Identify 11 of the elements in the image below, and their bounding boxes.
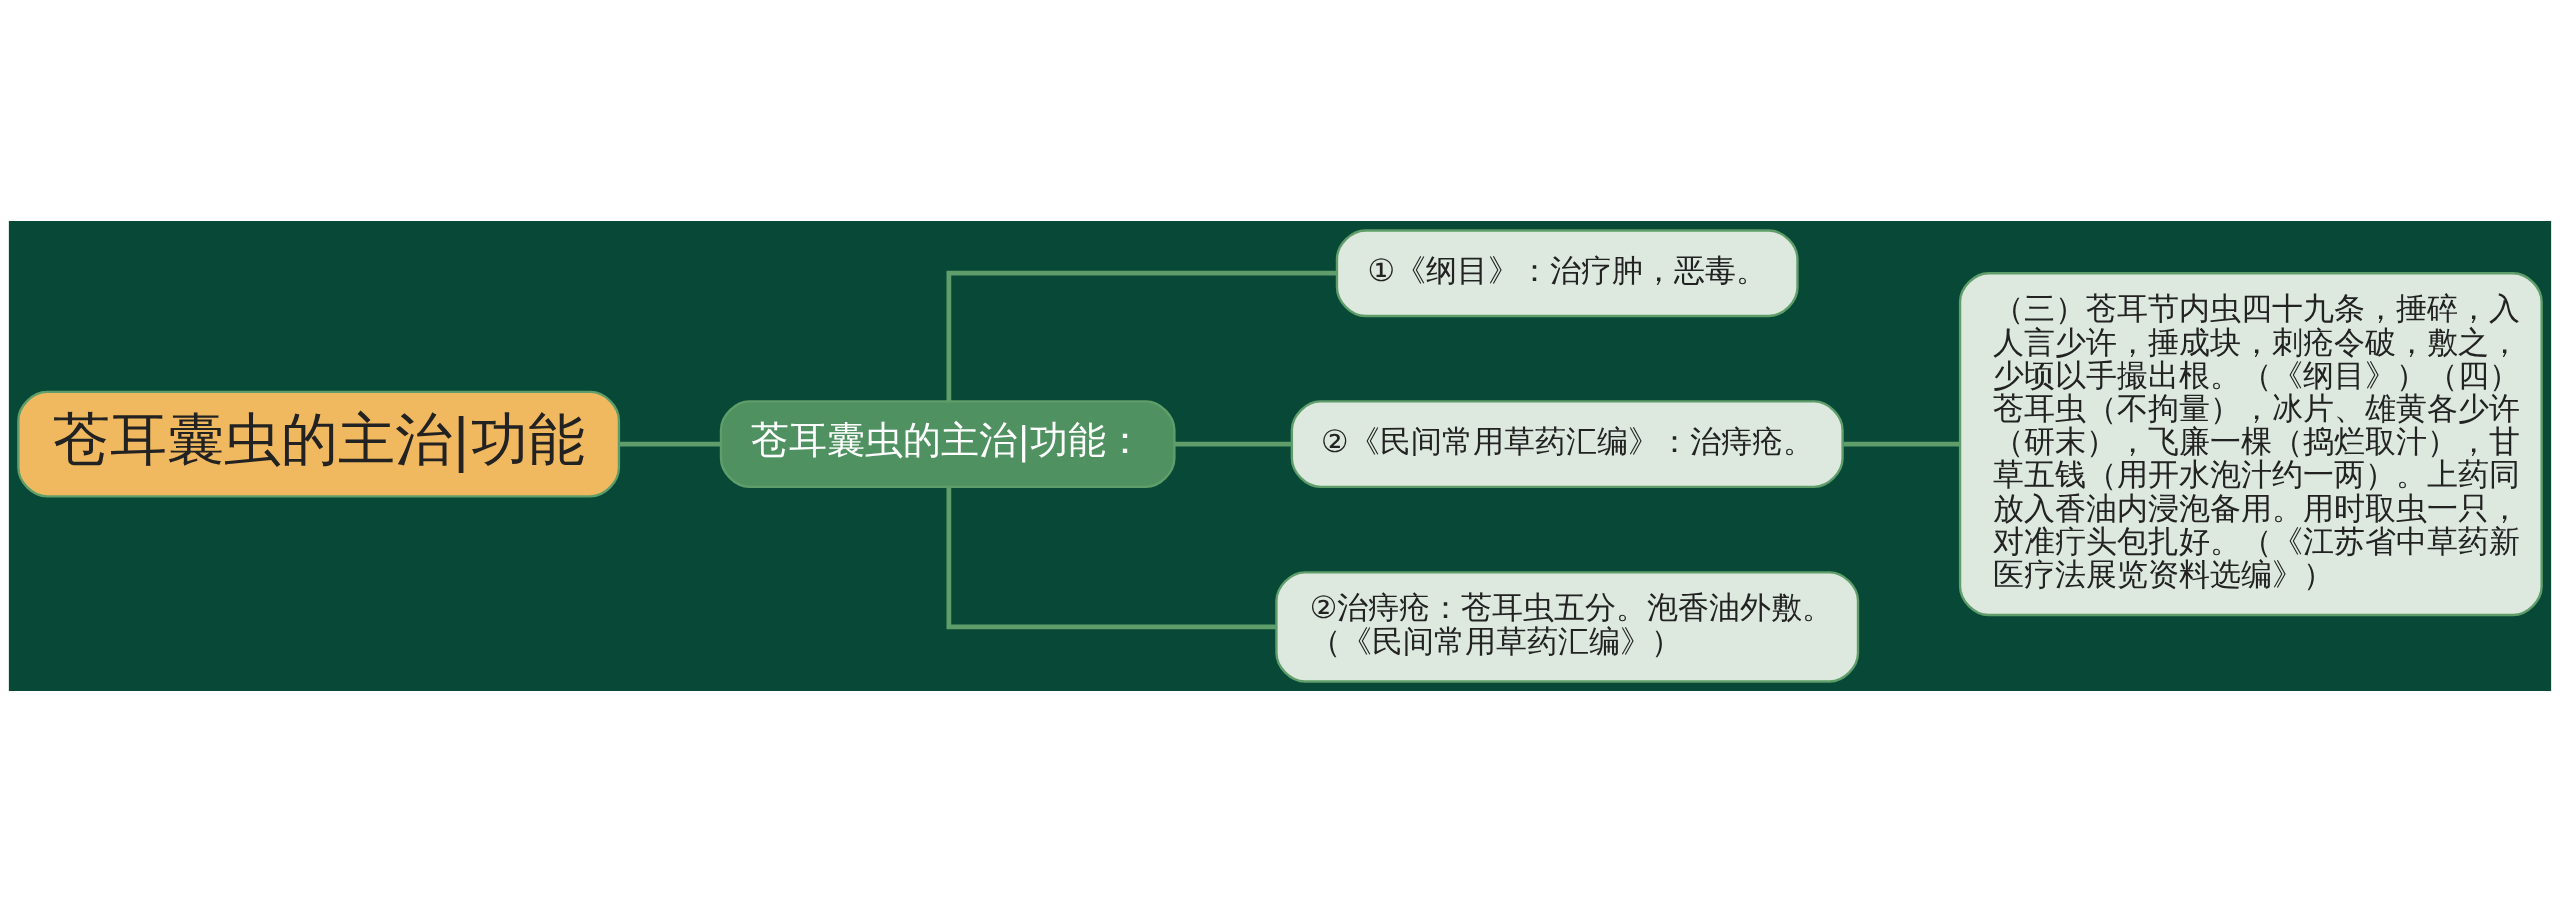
node-box: ①《纲目》：治疗肿，恶毒。 <box>1335 229 1799 318</box>
node-box: 苍耳囊虫的主治|功能 <box>17 390 621 498</box>
connector <box>946 270 1337 401</box>
connector <box>946 487 1277 630</box>
node-box: ②《民间常用草药汇编》：治痔疮。 <box>1290 400 1844 489</box>
connector <box>1843 441 1960 447</box>
connector <box>1174 441 1292 447</box>
node-box: 苍耳囊虫的主治|功能： <box>719 400 1176 489</box>
node-box: ②治痔疮：苍耳虫五分。泡香油外敷。（《民间常用草药汇编》） <box>1275 571 1860 683</box>
connector <box>619 441 721 447</box>
node-box: （三）苍耳节内虫四十九条，捶碎，入人言少许，捶成块，刺疮令破，敷之，少顷以手撮出根。（《纲目》）（四）苍耳虫（不拘量），冰片、雄黄各少许（研末），飞廉一棵（捣烂取汁），甘草五钱（用开水泡汁约一两）。上药同放入香油内浸泡备用。用时取虫一只，对准疔头包扎好。（《江苏省中草药新医疗法展览资料选编》） <box>1958 272 2543 617</box>
